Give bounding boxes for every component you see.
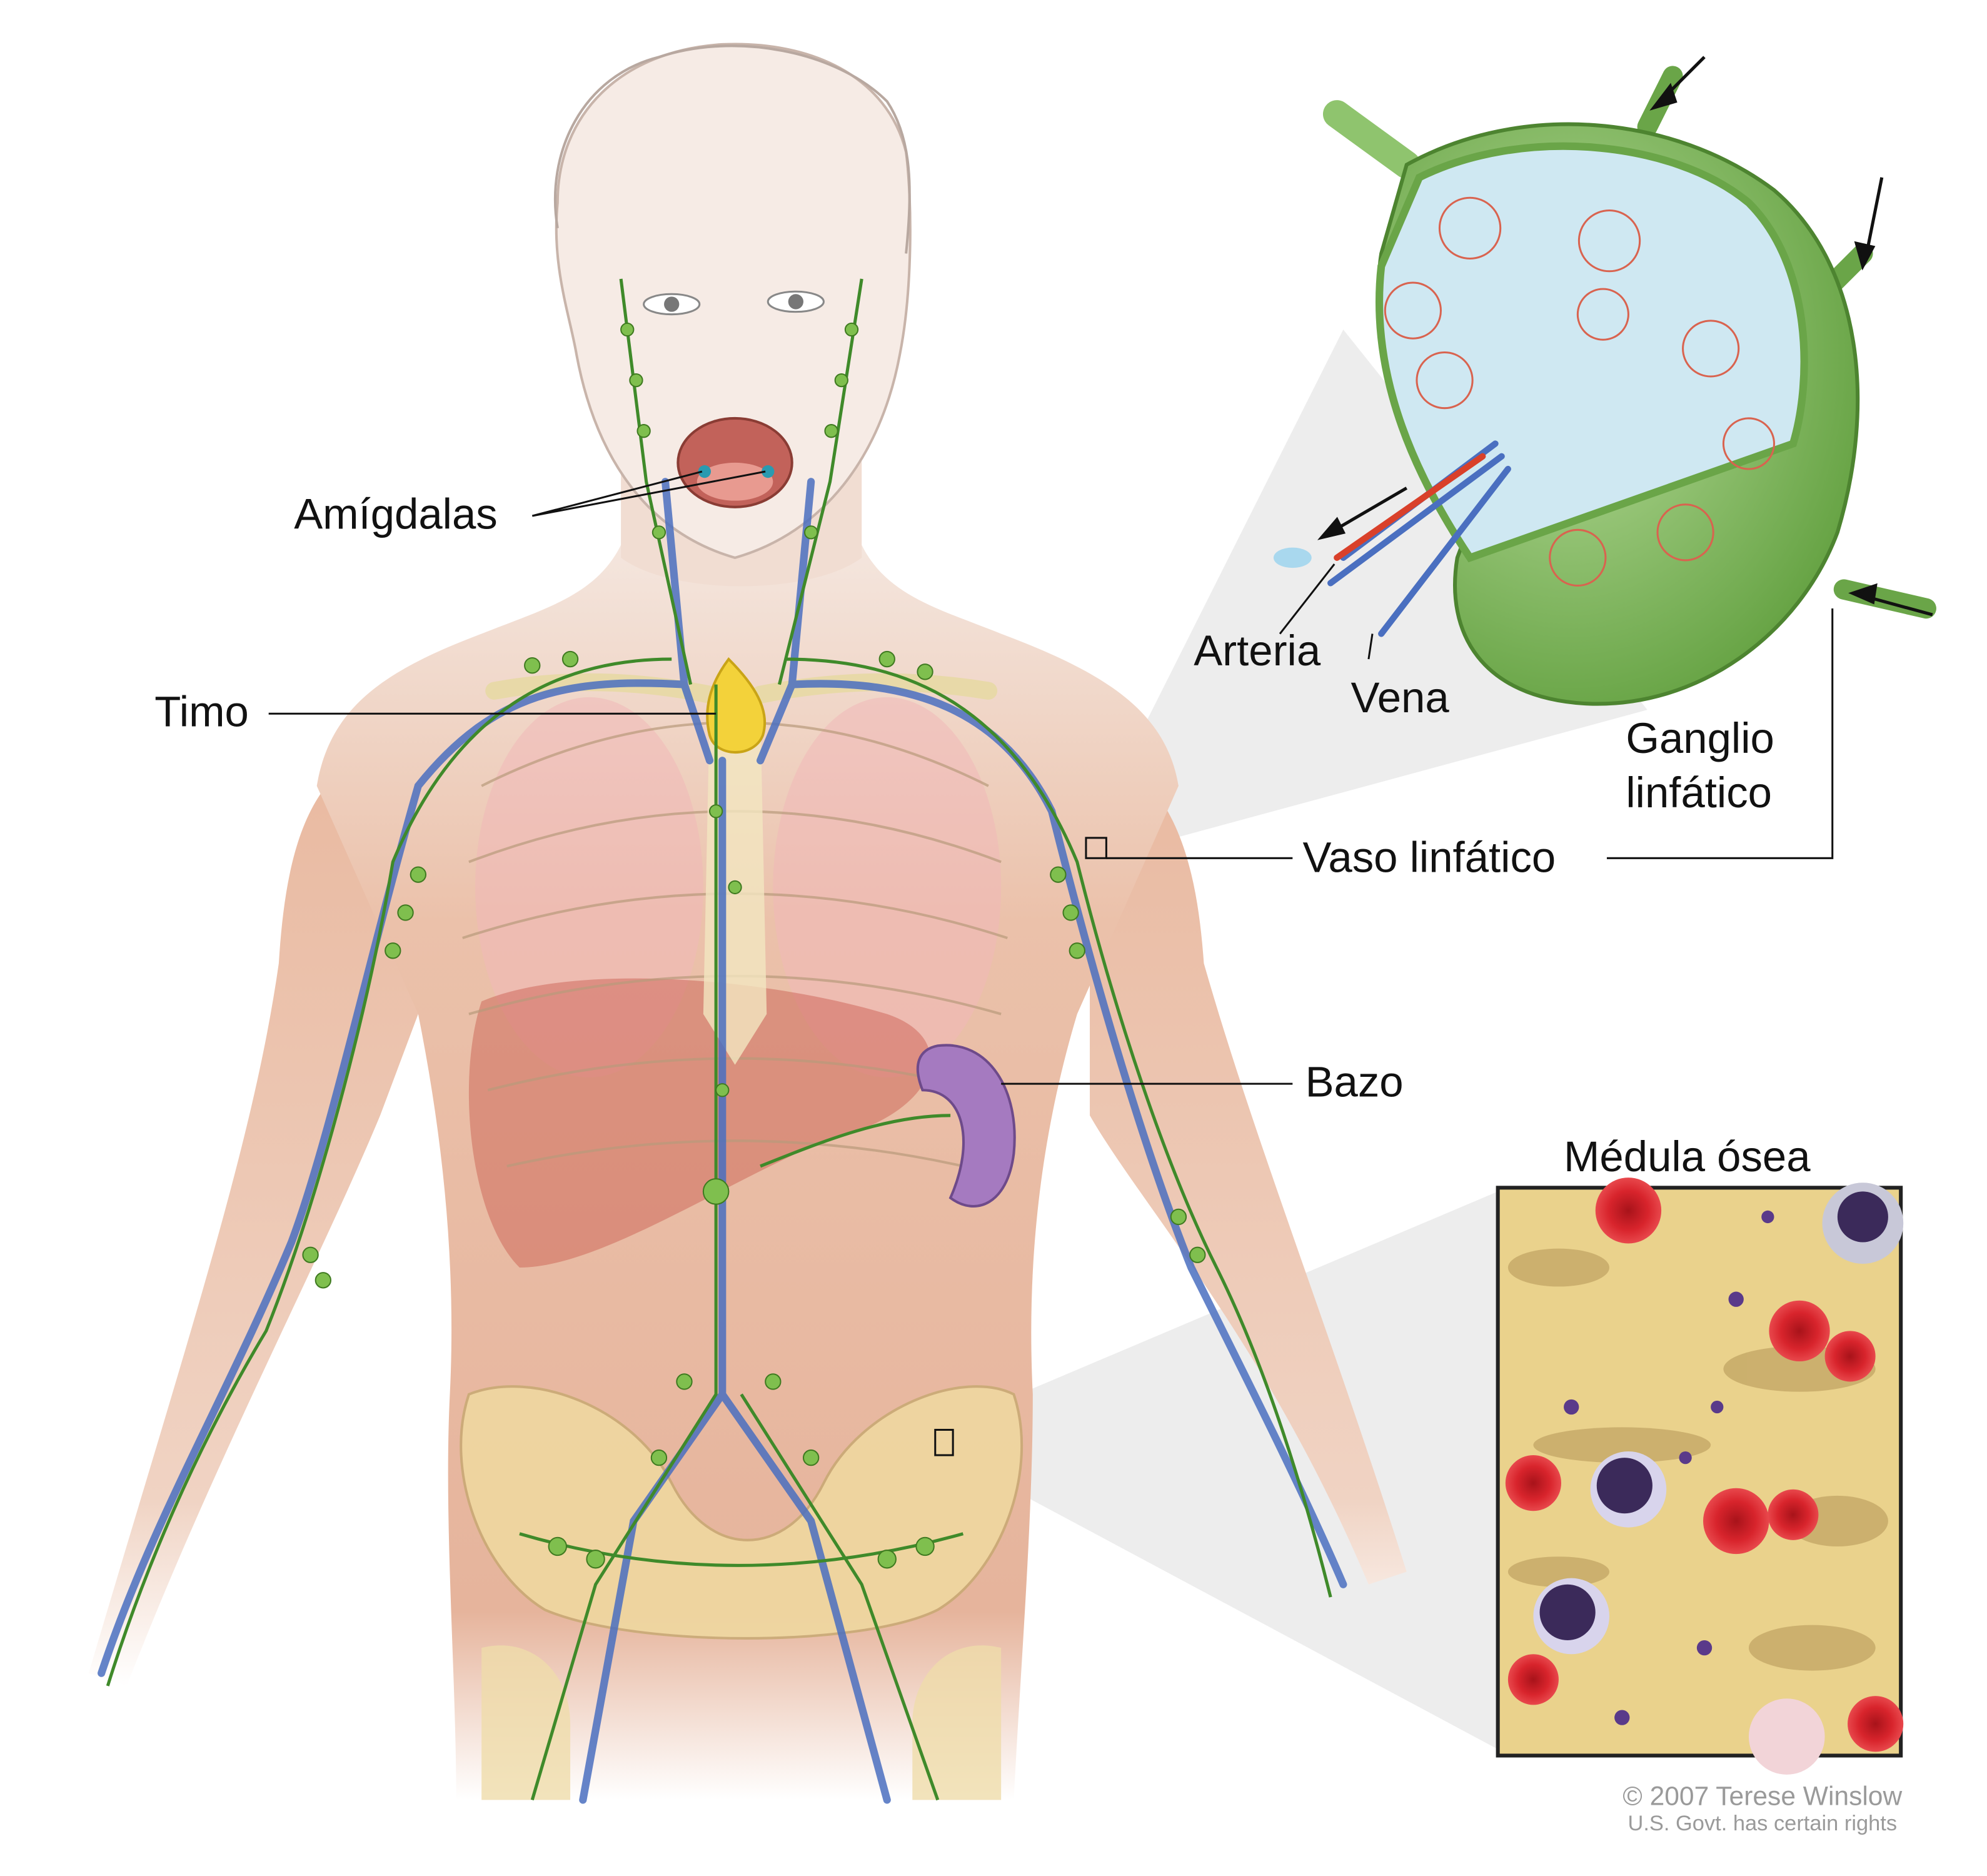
leader-lines <box>268 470 1834 1085</box>
flow-arrows <box>1317 56 1933 617</box>
lymph-vessels <box>106 278 1332 1801</box>
lymph-nodes <box>302 322 1206 1569</box>
label-artery: Arteria <box>1194 627 1321 675</box>
node-callout-wedge <box>1087 330 1647 857</box>
bone-marrow-locator-box <box>934 1428 954 1456</box>
label-spleen: Bazo <box>1305 1057 1404 1106</box>
label-lymph-node-line2: linfático <box>1626 769 1772 817</box>
label-bone-marrow: Médula ósea <box>1564 1132 1811 1181</box>
marrow-callout-wedge <box>935 1191 1498 1750</box>
right-lung <box>773 697 1002 1077</box>
liver <box>468 978 931 1268</box>
hair <box>554 44 911 254</box>
tonsil-right <box>762 465 775 478</box>
lymph-vessel-locator-box <box>1085 837 1107 859</box>
credit-line-1: © 2007 Terese Winslow <box>1622 1781 1902 1811</box>
label-lymph-vessel: Vaso linfático <box>1303 834 1556 882</box>
left-lung <box>475 697 703 1077</box>
veins <box>98 478 1347 1804</box>
tonsil-left <box>698 465 712 478</box>
label-lymph-node-line1: Ganglio <box>1626 714 1774 762</box>
thymus <box>706 657 767 754</box>
credit-line-2: U.S. Govt. has certain rights <box>1627 1812 1897 1835</box>
bone-marrow-inset <box>1496 1178 1904 1775</box>
femurs <box>481 1645 1002 1800</box>
label-thymus: Timo <box>154 687 249 735</box>
lymph-node-inset <box>1273 56 1936 706</box>
human-body <box>88 43 1407 1804</box>
label-tonsils: Amígdalas <box>294 490 498 538</box>
label-vein: Vena <box>1351 673 1450 722</box>
spleen <box>916 1044 1016 1208</box>
